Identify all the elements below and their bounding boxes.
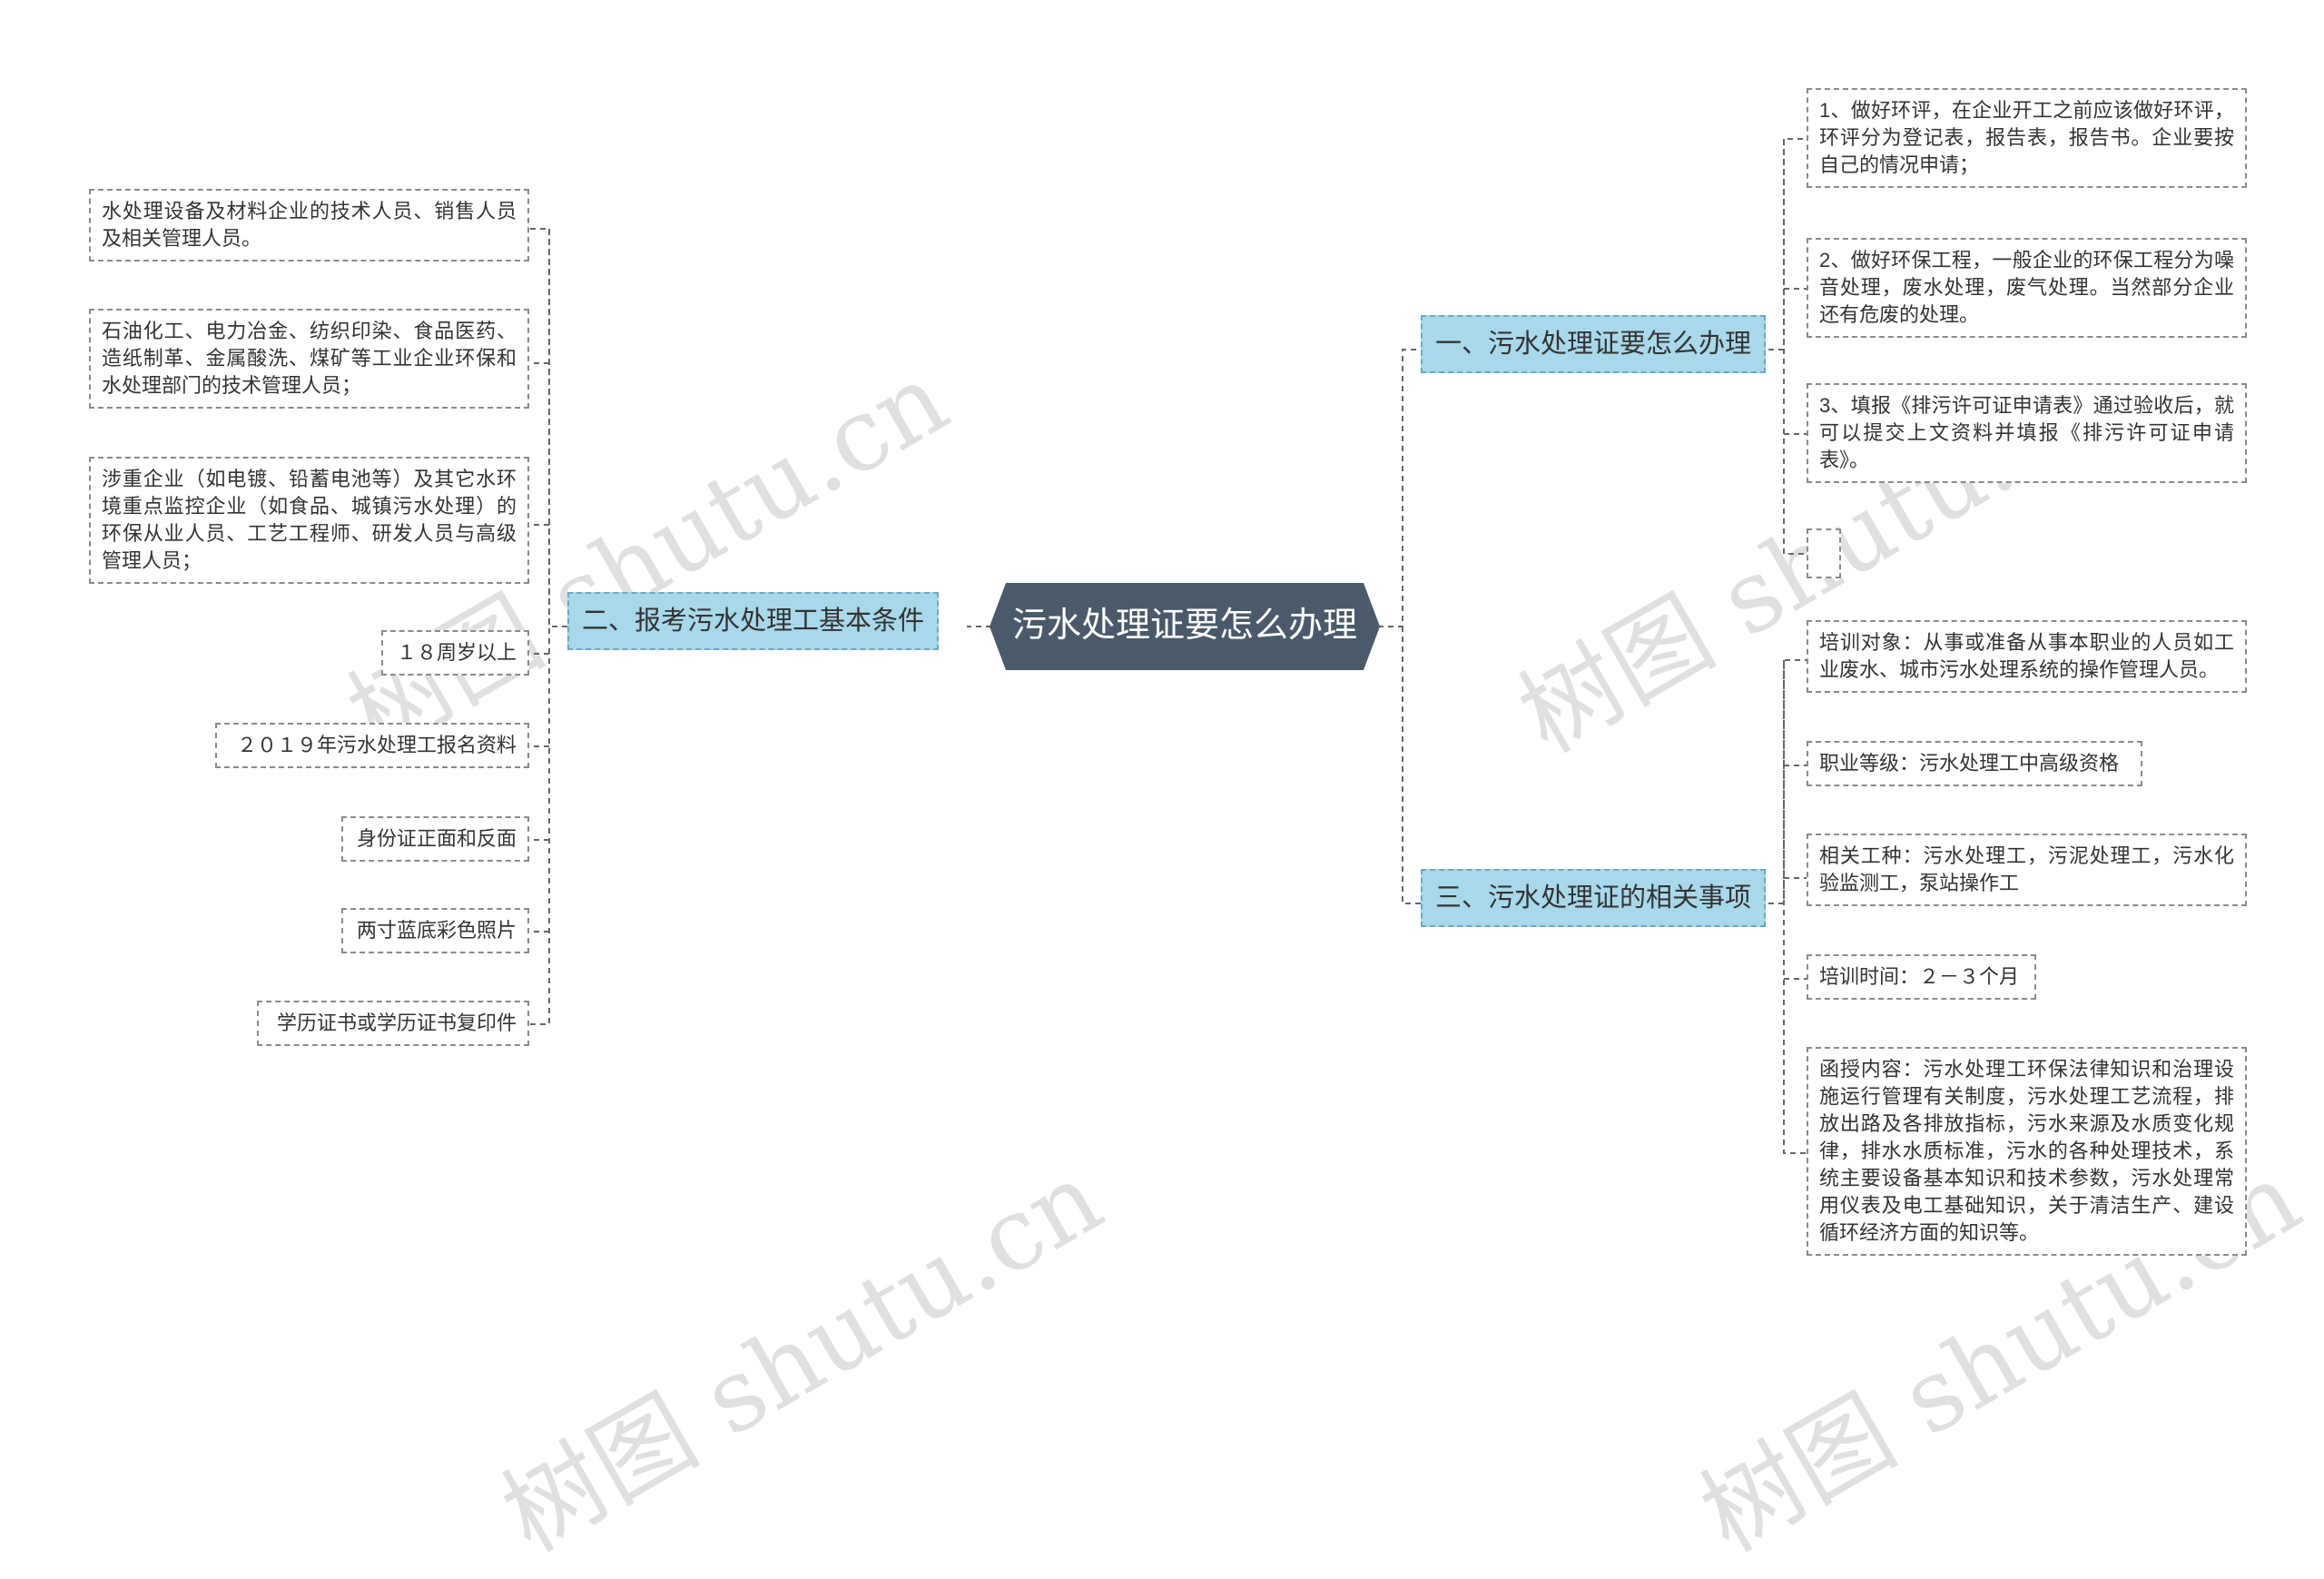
branch-2-item-1[interactable]: 水处理设备及材料企业的技术人员、销售人员及相关管理人员。	[89, 189, 529, 262]
root-label: 污水处理证要怎么办理	[1011, 607, 1357, 645]
branch-2-item-7[interactable]: 两寸蓝底彩色照片	[341, 908, 529, 953]
root-node[interactable]: 污水处理证要怎么办理	[990, 583, 1380, 670]
branch-node-1[interactable]: 一、污水处理证要怎么办理	[1421, 315, 1767, 373]
branch-node-3[interactable]: 三、污水处理证的相关事项	[1421, 869, 1767, 927]
root-hexagon-shape	[990, 583, 1380, 670]
branch-node-2[interactable]: 二、报考污水处理工基本条件	[567, 592, 940, 650]
branch-2-item-5[interactable]: ２０１９年污水处理工报名资料	[215, 723, 529, 768]
branch-1-item-4-empty[interactable]	[1807, 528, 1841, 578]
branch-3-item-4[interactable]: 培训时间：２－３个月	[1807, 954, 2036, 1000]
branch-3-item-3[interactable]: 相关工种：污水处理工，污泥处理工，污水化验监测工，泵站操作工	[1807, 834, 2247, 906]
branch-1-item-2[interactable]: 2、做好环保工程，一般企业的环保工程分为噪音处理，废水处理，废气处理。当然部分企…	[1807, 238, 2247, 338]
branch-3-item-1[interactable]: 培训对象：从事或准备从事本职业的人员如工业废水、城市污水处理系统的操作管理人员。	[1807, 620, 2247, 693]
branch-2-item-6[interactable]: 身份证正面和反面	[341, 816, 529, 862]
branch-2-item-4[interactable]: １８周岁以上	[381, 630, 529, 676]
mind-map-canvas: 树图 shutu.cn 树图 shutu.cn 树图 shutu.cn 树图 s…	[89, 88, 2319, 1574]
branch-3-item-5[interactable]: 函授内容：污水处理工环保法律知识和治理设施运行管理有关制度，污水处理工艺流程，排…	[1807, 1047, 2247, 1256]
branch-1-item-3[interactable]: 3、填报《排污许可证申请表》通过验收后，就可以提交上文资料并填报《排污许可证申请…	[1807, 383, 2247, 483]
branch-2-item-2[interactable]: 石油化工、电力冶金、纺织印染、食品医药、造纸制革、金属酸洗、煤矿等工业企业环保和…	[89, 309, 529, 409]
branch-3-item-2[interactable]: 职业等级：污水处理工中高级资格	[1807, 741, 2142, 786]
branch-2-item-8[interactable]: 学历证书或学历证书复印件	[257, 1001, 529, 1046]
watermark: 树图 shutu.cn	[484, 1139, 1121, 1574]
branch-2-item-3[interactable]: 涉重企业（如电镀、铅蓄电池等）及其它水环境重点监控企业（如食品、城镇污水处理）的…	[89, 457, 529, 584]
branch-1-item-1[interactable]: 1、做好环评，在企业开工之前应该做好环评，环评分为登记表，报告表，报告书。企业要…	[1807, 88, 2247, 188]
